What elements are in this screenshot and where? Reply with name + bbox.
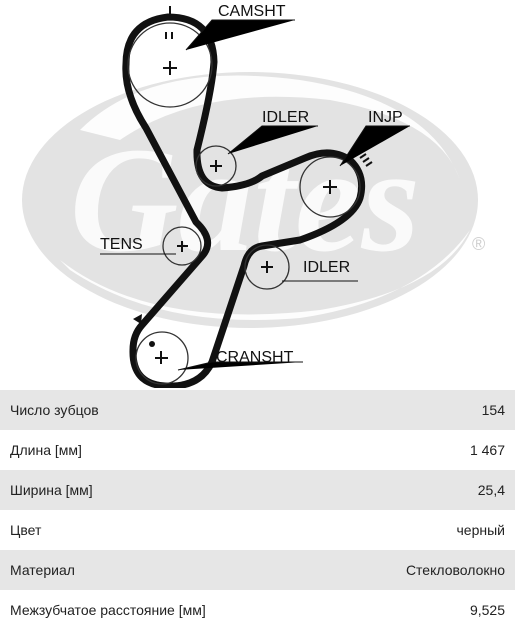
spec-row-width: Ширина [мм] 25,4 bbox=[0, 470, 515, 510]
crank-timing-dot bbox=[149, 341, 155, 347]
spec-label: Цвет bbox=[10, 522, 42, 538]
spec-table: Число зубцов 154 Длина [мм] 1 467 Ширина… bbox=[0, 390, 515, 630]
crankshaft-pulley bbox=[135, 331, 189, 385]
spec-value: 9,525 bbox=[469, 602, 505, 618]
spec-label: Число зубцов bbox=[10, 402, 99, 418]
spec-label: Ширина [мм] bbox=[10, 482, 93, 498]
label-crankshaft: CRANSHT bbox=[216, 349, 294, 366]
label-idler-top: IDLER bbox=[262, 109, 309, 126]
spec-value: 1 467 bbox=[469, 442, 505, 458]
spec-row-pitch: Межзубчатое расстояние [мм] 9,525 bbox=[0, 590, 515, 630]
label-tens: TENS bbox=[100, 236, 143, 253]
spec-row-teeth: Число зубцов 154 bbox=[0, 390, 515, 430]
idler-top-pulley bbox=[195, 145, 237, 187]
label-injp: INJP bbox=[368, 109, 403, 126]
spec-label: Межзубчатое расстояние [мм] bbox=[10, 602, 206, 618]
label-idler-bottom: IDLER bbox=[303, 259, 350, 276]
spec-value: 25,4 bbox=[477, 482, 505, 498]
spec-value: Стекловолокно bbox=[405, 562, 505, 578]
spec-row-length: Длина [мм] 1 467 bbox=[0, 430, 515, 470]
spec-value: 154 bbox=[481, 402, 505, 418]
camshaft-pulley bbox=[127, 22, 213, 108]
spec-label: Материал bbox=[10, 562, 75, 578]
spec-value: черный bbox=[456, 522, 505, 538]
registered-mark: ® bbox=[472, 234, 485, 254]
spec-row-material: Материал Стекловолокно bbox=[0, 550, 515, 590]
spec-label: Длина [мм] bbox=[10, 442, 82, 458]
spec-row-color: Цвет черный bbox=[0, 510, 515, 550]
gates-logo-watermark: Gates ® bbox=[22, 72, 485, 328]
crank-timing-arrow bbox=[133, 314, 142, 324]
belt-routing-diagram: Gates ® CAMSHT IDLER INJP bbox=[22, 3, 485, 388]
timing-marks bbox=[165, 6, 373, 167]
injection-pump-pulley bbox=[299, 156, 361, 218]
tensioner-pulley bbox=[162, 226, 202, 266]
label-camshaft: CAMSHT bbox=[218, 3, 286, 20]
idler-bottom-pulley bbox=[244, 244, 290, 290]
timing-belt bbox=[122, 13, 366, 388]
